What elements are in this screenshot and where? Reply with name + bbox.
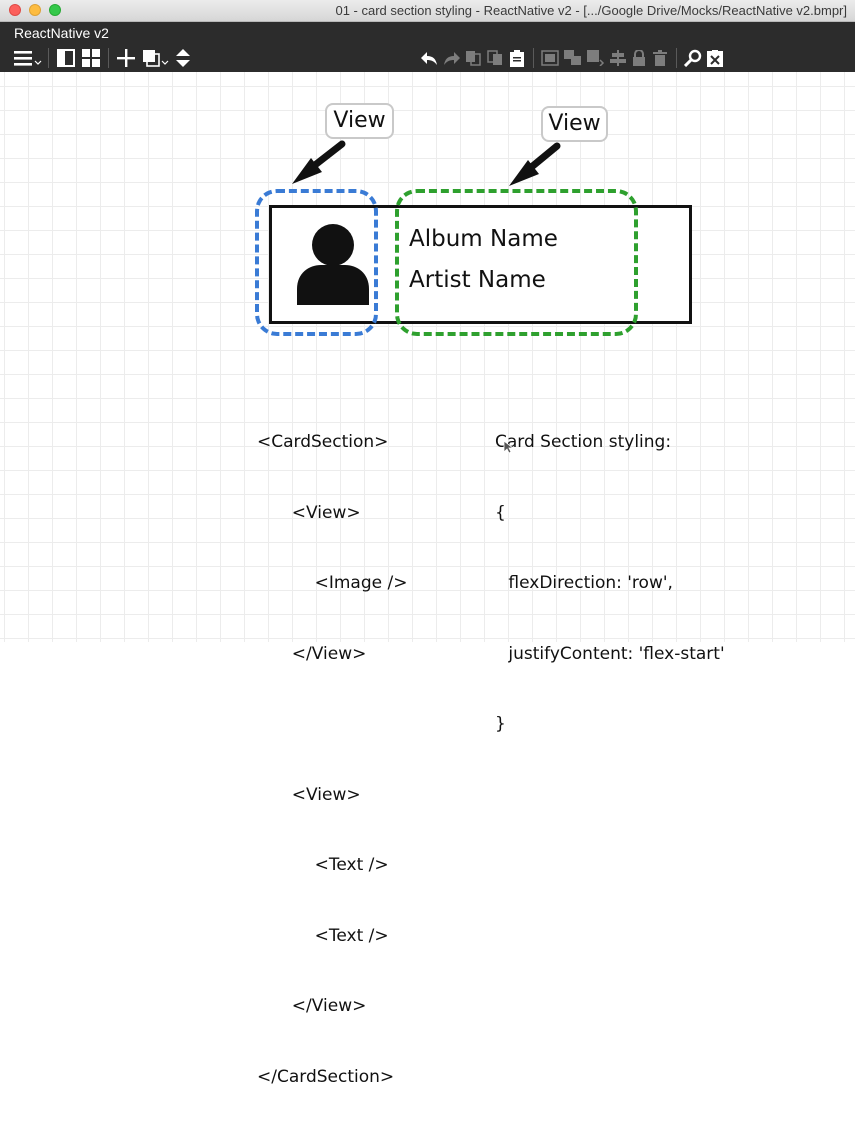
- code-line: <View>: [281, 784, 361, 805]
- layers-icon[interactable]: [143, 49, 169, 67]
- mockup-canvas[interactable]: View View Album Name Artist Name <CardSe…: [0, 72, 855, 1087]
- styling-code-block: Card Section styling: { flexDirection: '…: [495, 384, 725, 784]
- callout-view-text[interactable]: View: [541, 106, 608, 142]
- redo-icon[interactable]: [443, 49, 461, 67]
- duplicate-icon[interactable]: [487, 49, 503, 67]
- close-window-button[interactable]: [9, 4, 21, 16]
- sort-icon[interactable]: [175, 49, 191, 67]
- mouse-cursor-icon: [503, 440, 513, 454]
- app-toolbar: ReactNative v2: [0, 22, 855, 72]
- align-icon[interactable]: [609, 49, 627, 67]
- styling-line: }: [495, 714, 506, 734]
- search-icon[interactable]: [684, 49, 702, 67]
- code-line: </CardSection>: [257, 1066, 395, 1087]
- image-view-outline: [255, 189, 378, 336]
- user-icon: [297, 224, 369, 305]
- code-line: <Image />: [293, 573, 408, 593]
- album-name-text: Album Name: [409, 226, 558, 252]
- zoom-window-button[interactable]: [49, 4, 61, 16]
- add-icon[interactable]: [117, 49, 135, 67]
- minimize-window-button[interactable]: [29, 4, 41, 16]
- artist-name-text: Artist Name: [409, 267, 546, 293]
- code-line: <Text />: [293, 925, 389, 946]
- styling-line: flexDirection: 'row',: [503, 573, 673, 593]
- bring-front-icon[interactable]: [587, 49, 605, 67]
- styling-line: Card Section styling:: [495, 432, 672, 452]
- code-line: <View>: [281, 502, 361, 523]
- window-title-bar: 01 - card section styling - ReactNative …: [0, 0, 855, 22]
- code-line: <CardSection>: [257, 432, 389, 452]
- undo-icon[interactable]: [420, 49, 438, 67]
- pointer-arrows: [292, 140, 561, 186]
- delete-icon[interactable]: [653, 49, 667, 67]
- paste-icon[interactable]: [510, 49, 524, 67]
- copy-icon[interactable]: [465, 49, 481, 67]
- styling-line: justifyContent: 'flex-start': [503, 643, 725, 664]
- panel-toggle-icon[interactable]: [57, 49, 75, 67]
- group-icon[interactable]: [541, 49, 559, 67]
- ungroup-icon[interactable]: [564, 49, 582, 67]
- code-line: </View>: [281, 643, 367, 664]
- menu-icon[interactable]: [14, 49, 42, 67]
- callout-view-image[interactable]: View: [325, 103, 394, 139]
- text-view-outline: [395, 189, 638, 336]
- jsx-code-block: <CardSection> <View> <Image /> </View> <…: [257, 384, 407, 1136]
- styling-line: {: [495, 502, 506, 523]
- grid-icon[interactable]: [82, 49, 100, 67]
- code-line: [257, 713, 407, 737]
- window-title: 01 - card section styling - ReactNative …: [335, 3, 847, 18]
- app-name: ReactNative v2: [14, 25, 109, 41]
- close-icon[interactable]: [707, 49, 723, 67]
- lock-icon[interactable]: [632, 49, 646, 67]
- code-line: <Text />: [293, 855, 389, 875]
- code-line: </View>: [281, 996, 367, 1016]
